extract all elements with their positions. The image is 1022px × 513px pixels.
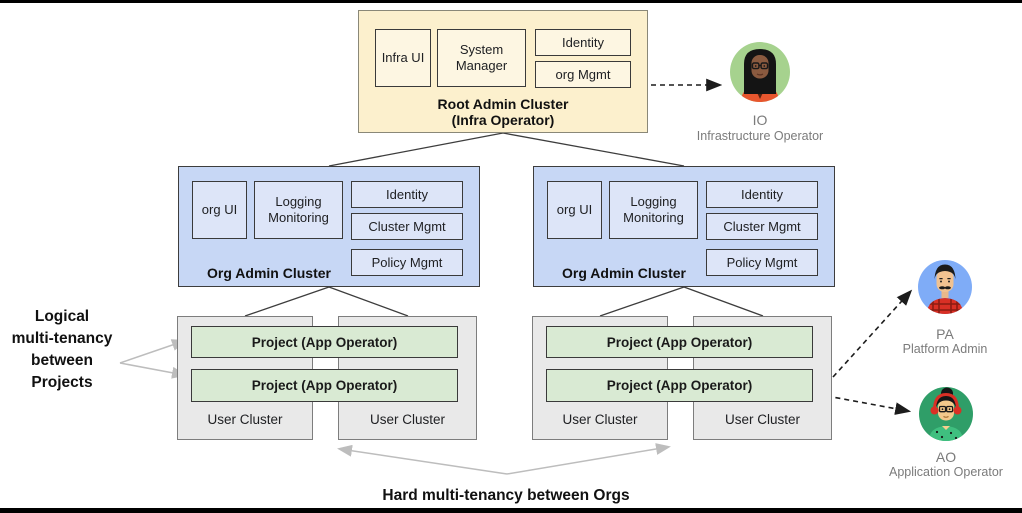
logical-tenancy-line: between bbox=[30, 352, 93, 369]
io-abbr: IO bbox=[752, 112, 768, 128]
component-logging-monitoring: Logging Monitoring bbox=[254, 181, 343, 239]
root-admin-cluster: Infra UI System Manager Identity org Mgm… bbox=[358, 10, 648, 133]
component-system-manager: System Manager bbox=[437, 29, 526, 87]
io-avatar-icon bbox=[730, 42, 790, 102]
component-infra-ui: Infra UI bbox=[375, 29, 431, 87]
user-cluster-label: User Cluster bbox=[369, 412, 445, 427]
component-identity: Identity bbox=[351, 181, 463, 208]
pa-abbr: PA bbox=[936, 326, 954, 342]
hard-tenancy-arrow bbox=[337, 443, 671, 475]
bottom-border bbox=[0, 508, 1022, 513]
component-policy-mgmt: Policy Mgmt bbox=[706, 249, 818, 276]
component-cluster-mgmt: Cluster Mgmt bbox=[706, 213, 818, 240]
pa-avatar-icon bbox=[918, 260, 972, 314]
user-cluster-label: User Cluster bbox=[207, 412, 283, 427]
pa-name: Platform Admin bbox=[902, 342, 988, 356]
logical-tenancy-line: Logical bbox=[34, 308, 90, 325]
logical-tenancy-line: Projects bbox=[31, 374, 93, 391]
user-cluster-group-left: Project (App Operator) Project (App Oper… bbox=[177, 316, 477, 440]
user-cluster-label: User Cluster bbox=[724, 412, 800, 427]
org-admin-cluster-left: org UI Logging Monitoring Identity Clust… bbox=[178, 166, 480, 287]
root-cluster-title: Root Admin Cluster (Infra Operator) bbox=[359, 96, 647, 128]
component-org-ui: org UI bbox=[192, 181, 247, 239]
org-admin-cluster-right: org UI Logging Monitoring Identity Clust… bbox=[533, 166, 835, 287]
ao-avatar-icon bbox=[919, 387, 973, 441]
user-cluster-group-right: Project (App Operator) Project (App Oper… bbox=[532, 316, 832, 440]
top-border bbox=[0, 0, 1022, 3]
component-logging-monitoring: Logging Monitoring bbox=[609, 181, 698, 239]
component-org-mgmt: org Mgmt bbox=[535, 61, 631, 88]
component-identity: Identity bbox=[535, 29, 631, 56]
project-bar: Project (App Operator) bbox=[191, 369, 458, 402]
root-cluster-title-line2: (Infra Operator) bbox=[451, 112, 555, 128]
project-bar: Project (App Operator) bbox=[191, 326, 458, 358]
logical-tenancy-arrows bbox=[119, 339, 187, 379]
component-org-ui: org UI bbox=[547, 181, 602, 239]
org-cluster-title: Org Admin Cluster bbox=[207, 265, 331, 281]
root-cluster-title-line1: Root Admin Cluster bbox=[437, 96, 569, 112]
hard-tenancy-label: Hard multi-tenancy between Orgs bbox=[382, 487, 630, 504]
ao-abbr: AO bbox=[935, 449, 957, 465]
logical-tenancy-label: Logical multi-tenancy between Projects bbox=[2, 306, 122, 394]
org-cluster-title: Org Admin Cluster bbox=[562, 265, 686, 281]
io-name: Infrastructure Operator bbox=[696, 129, 824, 143]
component-cluster-mgmt: Cluster Mgmt bbox=[351, 213, 463, 240]
project-bar: Project (App Operator) bbox=[546, 369, 813, 402]
component-policy-mgmt: Policy Mgmt bbox=[351, 249, 463, 276]
logical-tenancy-line: multi-tenancy bbox=[11, 330, 113, 347]
component-identity: Identity bbox=[706, 181, 818, 208]
project-bar: Project (App Operator) bbox=[546, 326, 813, 358]
user-cluster-label: User Cluster bbox=[562, 412, 638, 427]
ao-name: Application Operator bbox=[889, 465, 1003, 479]
